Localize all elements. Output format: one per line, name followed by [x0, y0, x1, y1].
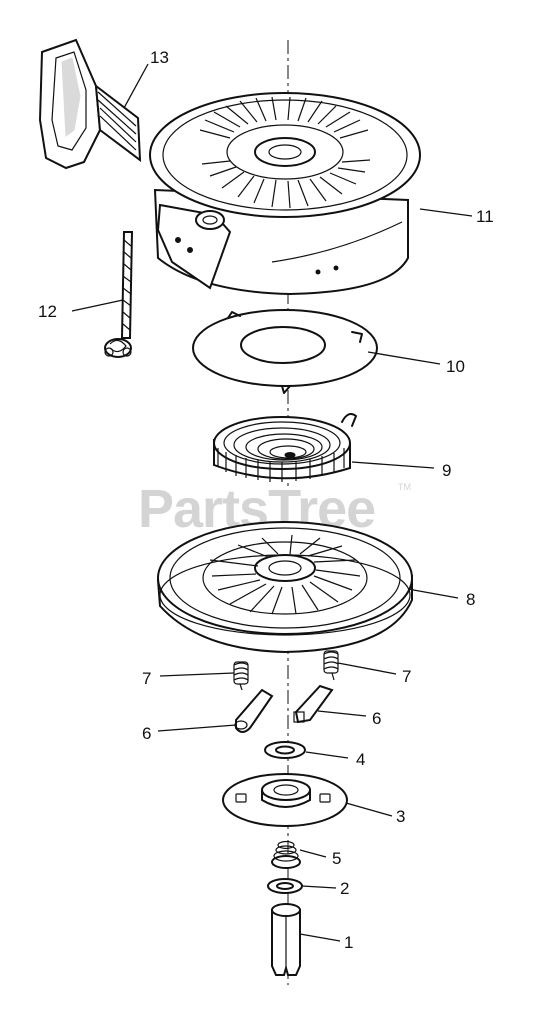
- callout-labels: 13 11 12 10 9 8 7 7 6 6 4 3 5 2 1: [38, 48, 494, 952]
- callout-1: 1: [344, 933, 353, 952]
- callout-6-right: 6: [372, 709, 381, 728]
- watermark-trademark: TM: [398, 482, 411, 492]
- callout-8: 8: [466, 590, 475, 609]
- part-2-washer[interactable]: [267, 878, 303, 894]
- housing-fins: [199, 96, 371, 209]
- part-12-starter-rope[interactable]: [104, 231, 134, 358]
- callout-13: 13: [150, 48, 169, 67]
- part-8-pulley[interactable]: [156, 521, 413, 654]
- part-5-spring[interactable]: [271, 840, 301, 869]
- part-9-recoil-spring[interactable]: [213, 413, 357, 482]
- part-10-plate[interactable]: [192, 309, 378, 394]
- spring-left: [233, 661, 249, 691]
- part-3-retainer[interactable]: [222, 773, 348, 827]
- callout-3: 3: [396, 807, 405, 826]
- part-13-handle[interactable]: [38, 38, 142, 170]
- part-4-washer[interactable]: [264, 741, 306, 759]
- spring-right: [323, 650, 339, 681]
- callout-7-right: 7: [402, 667, 411, 686]
- part-1-pin[interactable]: [271, 903, 301, 976]
- callout-2: 2: [340, 879, 349, 898]
- callout-7-left: 7: [142, 669, 151, 688]
- part-11-starter-housing[interactable]: [149, 92, 421, 296]
- callout-9: 9: [442, 461, 451, 480]
- leader-lines: [71, 63, 473, 942]
- callout-10: 10: [446, 357, 465, 376]
- pulley-vanes: [209, 534, 361, 615]
- part-7-springs[interactable]: [233, 650, 339, 691]
- callout-6-left: 6: [142, 724, 151, 743]
- part-6-pawls[interactable]: [234, 684, 334, 733]
- callout-5: 5: [332, 849, 341, 868]
- callout-4: 4: [356, 750, 365, 769]
- callout-11: 11: [476, 207, 494, 226]
- callout-12: 12: [38, 302, 57, 321]
